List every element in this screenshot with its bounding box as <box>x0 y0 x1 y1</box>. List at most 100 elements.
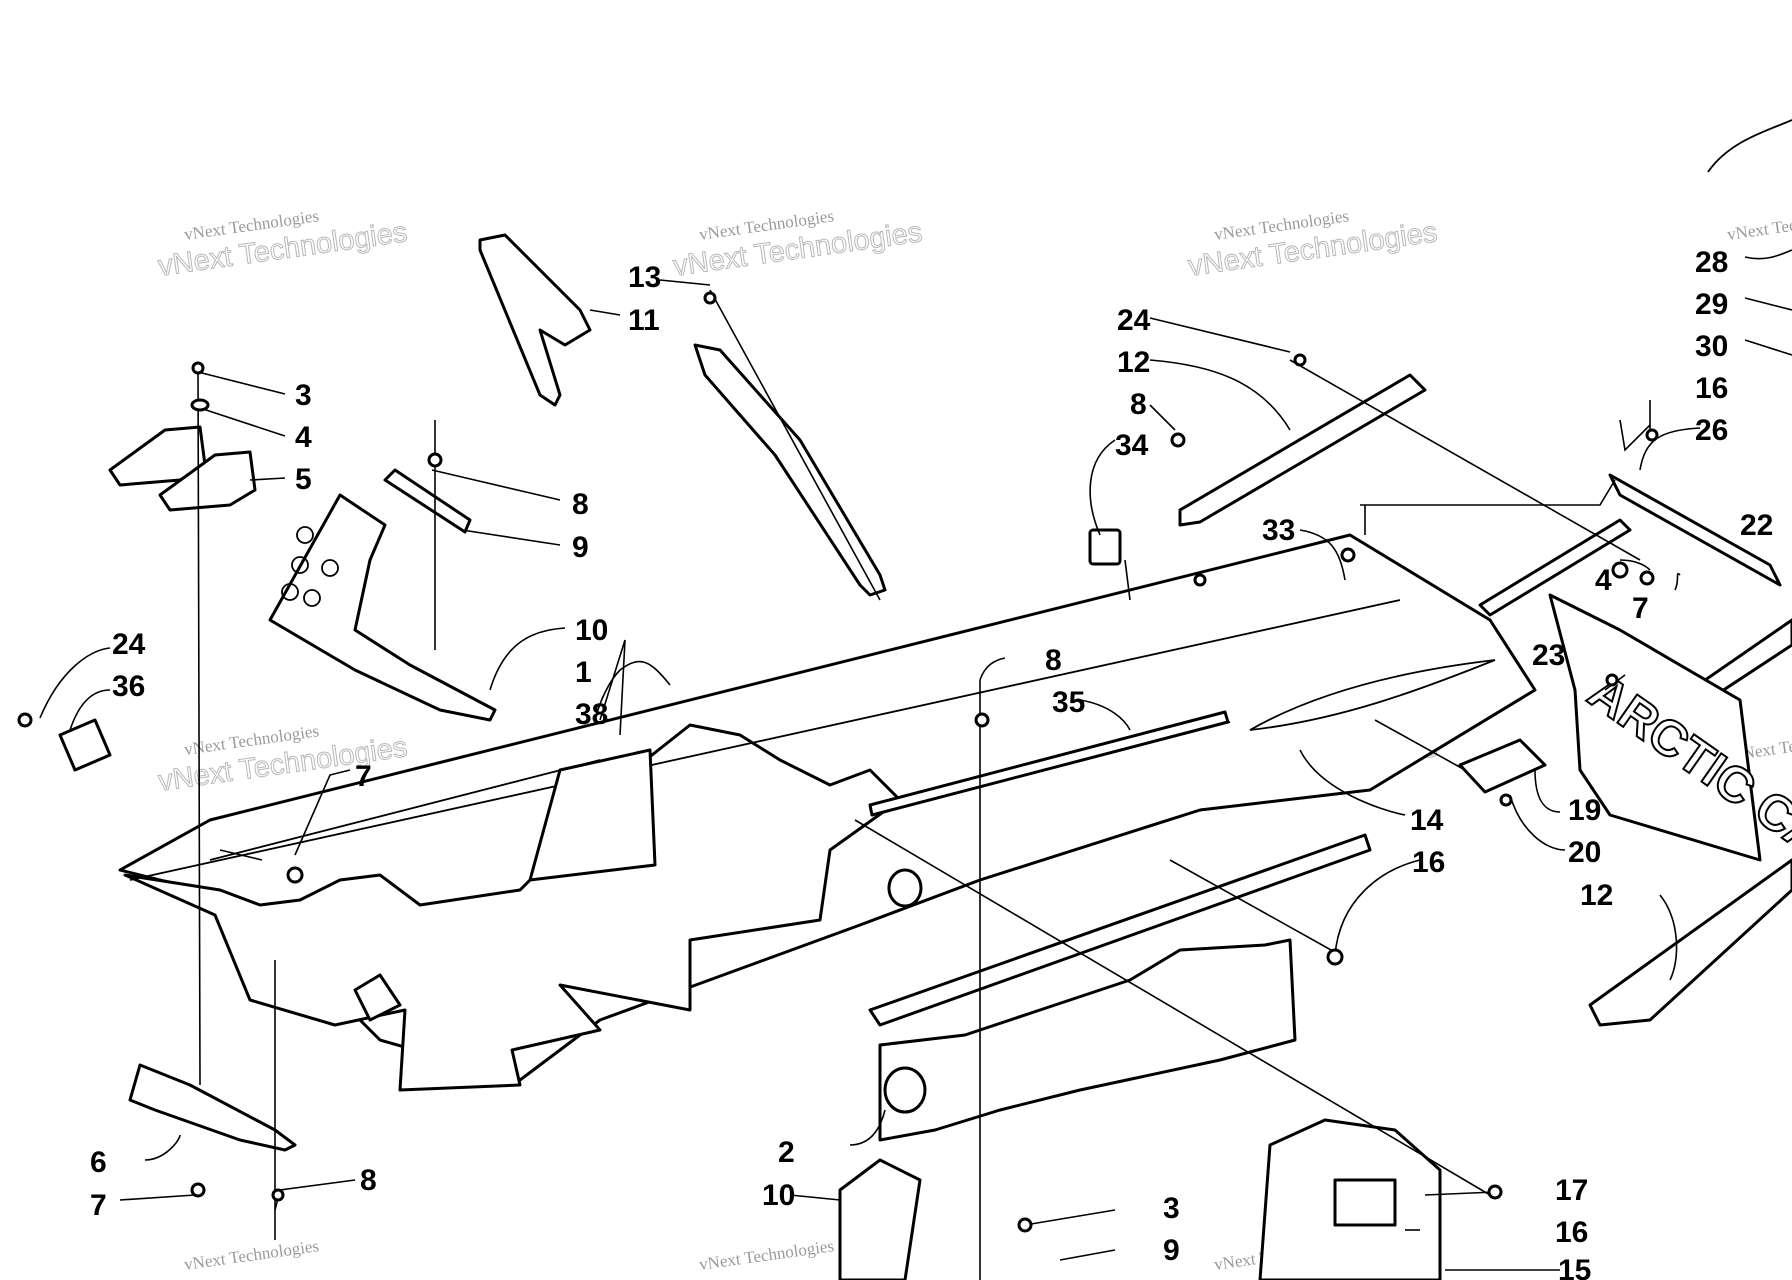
leader-line <box>1024 1209 1116 1226</box>
leader-line <box>1509 794 1566 851</box>
leader-line <box>1059 1249 1116 1261</box>
callout-33: 33 <box>1262 514 1295 547</box>
strap-9 <box>383 468 472 534</box>
reflector-19 <box>1458 738 1547 794</box>
callout-20: 20 <box>1568 836 1601 869</box>
callout-35: 35 <box>1052 686 1085 719</box>
rear-fender-edge <box>1707 119 1792 173</box>
screw-icon <box>1605 673 1619 687</box>
callout-4: 4 <box>295 421 312 454</box>
leader-line <box>1334 859 1421 956</box>
callout-13: 13 <box>628 261 661 294</box>
callout-11: 11 <box>628 304 660 337</box>
leader-line <box>659 279 711 286</box>
leader-line <box>1619 559 1651 571</box>
leader-line <box>69 689 111 731</box>
callout-4: 4 <box>1595 564 1612 597</box>
leader-line <box>1149 404 1176 431</box>
callout-29: 29 <box>1695 288 1728 321</box>
leader-line <box>789 1194 841 1201</box>
callout-7: 7 <box>355 760 372 793</box>
callout-12: 12 <box>1117 346 1150 379</box>
leader-line <box>1360 479 1616 506</box>
bolt-icon <box>1017 1217 1033 1233</box>
leader-line <box>1744 339 1792 356</box>
gusset-bracket-5 <box>158 450 257 512</box>
vent-cover-35 <box>868 710 1230 817</box>
leader-line <box>1299 529 1346 581</box>
leader-line <box>1534 769 1561 813</box>
shock-mount-plate-10 <box>268 493 497 722</box>
leader-line <box>489 627 566 691</box>
leader-line <box>1124 559 1131 601</box>
callout-2: 2 <box>778 1136 795 1169</box>
leader-line <box>854 819 1491 1196</box>
rail-bar-12-lower <box>1588 858 1792 1027</box>
leader-line <box>294 769 351 856</box>
callout-36: 36 <box>112 670 145 703</box>
rear-frame-tube <box>1478 518 1632 617</box>
leader-line <box>1744 297 1792 311</box>
callout-28: 28 <box>1695 246 1728 279</box>
callout-labels: 3 4 5 8 9 10 1 38 7 24 36 13 11 24 12 8 … <box>90 246 1773 1280</box>
callout-3: 3 <box>1163 1192 1180 1225</box>
leader-line <box>1424 1191 1496 1196</box>
callout-34: 34 <box>1115 429 1149 462</box>
leader-line <box>119 1194 196 1201</box>
tunnel-left-side-panel <box>123 723 902 1092</box>
callout-8: 8 <box>572 488 589 521</box>
callout-8: 8 <box>360 1164 377 1197</box>
callout-9: 9 <box>572 531 589 564</box>
leader-line <box>1169 859 1341 956</box>
callout-18: 16 <box>1412 846 1445 879</box>
callout-26: 24 <box>112 628 146 661</box>
washer-icon <box>190 398 210 412</box>
rivet-icon <box>1326 948 1344 966</box>
leader-line <box>979 657 1006 681</box>
rivet-icon <box>1193 573 1207 587</box>
leader-line <box>589 309 621 316</box>
leader-line <box>431 469 561 501</box>
decal-34 <box>1088 528 1122 566</box>
leader-line <box>219 849 263 861</box>
front-arm-11b <box>693 343 887 597</box>
callout-12: 12 <box>1580 879 1613 912</box>
callout-5: 5 <box>295 463 312 496</box>
hardware-group <box>17 291 1659 1233</box>
watermark-small: vNext Technologies <box>698 1236 835 1274</box>
callout-1: 1 <box>575 656 592 689</box>
bolt-icon <box>191 361 205 375</box>
warning-label <box>1333 1178 1397 1227</box>
leader-line <box>1674 572 1681 591</box>
callout-8: 8 <box>1045 644 1062 677</box>
callout-10: 10 <box>762 1179 795 1212</box>
snow-flap <box>1548 593 1762 862</box>
tunnel-edge-line <box>129 599 1401 881</box>
rear-bumper-24 <box>1608 473 1782 587</box>
callout-7: 7 <box>1632 592 1649 625</box>
bracket-6 <box>128 1063 297 1152</box>
watermark-small: vNext Technologies <box>183 1236 320 1274</box>
leader-line <box>1374 719 1466 771</box>
callout-8: 8 <box>1130 388 1147 421</box>
plate-hole <box>281 583 299 601</box>
leader-line <box>249 477 286 481</box>
leader-line <box>1149 317 1291 353</box>
callout-17: 17 <box>1555 1174 1588 1207</box>
leader-line <box>199 407 286 437</box>
leader-line <box>1089 439 1116 536</box>
front-arm-11 <box>478 233 592 407</box>
rivet-icon <box>1170 432 1186 448</box>
leader-line <box>849 1109 886 1146</box>
callout-15: 15 <box>1558 1254 1591 1280</box>
bolt-icon <box>17 712 33 728</box>
leader-line <box>709 289 881 601</box>
callout-22: 22 <box>1740 509 1773 542</box>
leader-line <box>1149 359 1291 431</box>
callout-6: 6 <box>90 1146 107 1179</box>
leader-line <box>594 660 671 721</box>
callout-14: 14 <box>1410 804 1444 837</box>
plate-hole <box>291 556 309 574</box>
callout-10: 10 <box>575 614 608 647</box>
